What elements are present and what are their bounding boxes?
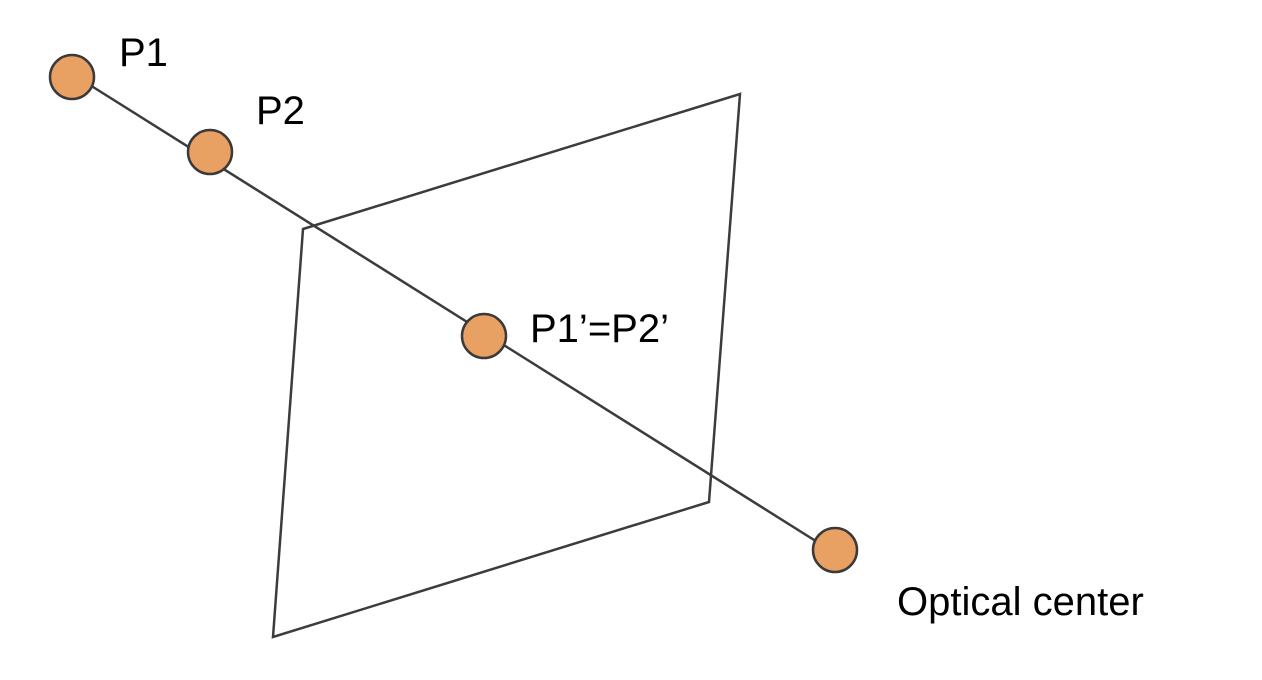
label-p1: P1 — [119, 31, 168, 75]
label-projection: P1’=P2’ — [530, 307, 669, 351]
point-projection — [460, 312, 508, 360]
image-plane — [271, 92, 742, 639]
point-p1 — [48, 53, 96, 101]
point-p2 — [186, 128, 234, 176]
label-optical-center: Optical center — [897, 580, 1144, 624]
point-optical-center — [811, 526, 859, 574]
projection-ray — [65, 68, 831, 552]
label-p2: P2 — [256, 89, 305, 133]
